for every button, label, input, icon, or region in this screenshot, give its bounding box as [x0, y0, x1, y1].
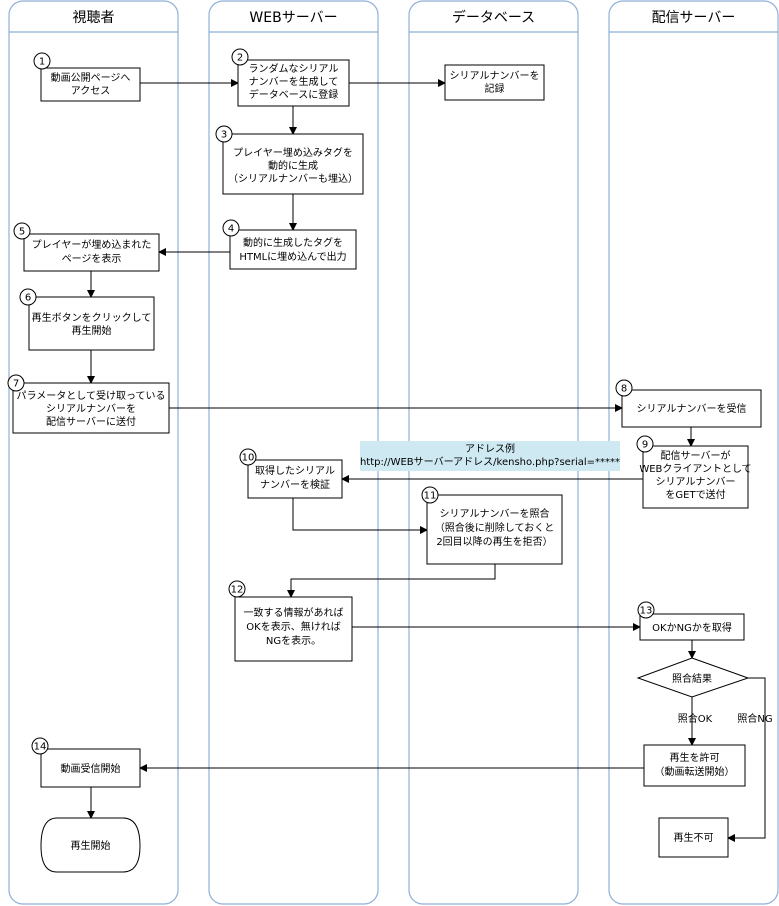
step-text: パラメータとして受け取っている — [17, 390, 166, 402]
step-number-badge — [215, 125, 233, 143]
step-text: 動的に生成 — [268, 159, 318, 172]
lane-title: WEBサーバー — [249, 10, 337, 26]
step-text: 配信サーバーが — [661, 449, 731, 462]
connectors — [87, 79, 766, 842]
step-text: ナンバーを検証 — [260, 478, 330, 491]
step-4: 動的に生成したタグを HTMLに埋め込んで出力 4 — [222, 219, 357, 270]
step-10: 取得したシリアル ナンバーを検証 10 — [239, 448, 343, 499]
step-number-badge — [7, 374, 25, 392]
step-number: 1 — [39, 57, 45, 68]
step-text: 動画受信開始 — [61, 762, 121, 775]
step-text: シリアルナンバーを受信 — [637, 403, 747, 415]
step-text: （動画転送開始） — [655, 765, 735, 778]
step-1: 動画公開ページへ アクセス 1 — [33, 52, 141, 102]
step-text: 配信サーバーに送付 — [46, 415, 136, 428]
step-number: 7 — [13, 379, 19, 390]
step-text: 取得したシリアル — [255, 465, 335, 477]
step-number: 14 — [34, 742, 47, 753]
step-14: 動画受信開始 14 — [31, 737, 141, 788]
playback-denied-box: 再生不可 — [658, 817, 729, 858]
step-number: 13 — [640, 606, 653, 617]
record-box: シリアルナンバーを 記録 — [444, 64, 545, 101]
step-text: シリアルナンバーを — [450, 70, 540, 82]
step-text: 再生開始 — [71, 839, 111, 852]
step-text: 一致する情報があれば — [244, 606, 344, 619]
step-number: 2 — [237, 53, 243, 64]
note-line: http://WEBサーバーアドレス/kensho.php?serial=***… — [360, 456, 620, 468]
step-number: 3 — [221, 130, 227, 141]
step-number-badge — [615, 379, 633, 397]
step-number-badge — [636, 435, 654, 453]
step-8: シリアルナンバーを受信 8 — [615, 379, 762, 428]
lane-title: 視聴者 — [73, 10, 115, 26]
step-number-badge — [31, 737, 49, 755]
decision-diamond: 照合結果 — [636, 657, 750, 698]
step-number-badge — [637, 601, 655, 619]
step-number: 8 — [621, 384, 627, 395]
step-13: OKかNGかを取得 13 — [637, 601, 745, 641]
step-text: 記録 — [485, 82, 505, 95]
step-text: 照合結果 — [672, 672, 712, 685]
step-6: 再生ボタンをクリックして 再生開始 6 — [19, 288, 155, 351]
step-text: WEBクライアントとして — [639, 463, 751, 475]
step-number: 5 — [19, 227, 25, 238]
step-number: 10 — [242, 453, 255, 464]
step-number: 9 — [642, 440, 648, 451]
step-text: 2回目以降の再生を拒否） — [436, 535, 552, 548]
step-text: HTMLに埋め込んで出力 — [239, 250, 346, 263]
step-number: 12 — [231, 585, 244, 596]
step-2: ランダムなシリアル ナンバーを生成して データベースに登録 2 — [231, 48, 350, 107]
step-text: NGを表示。 — [266, 634, 321, 647]
step-number-badge — [222, 219, 240, 237]
step-text: 再生不可 — [674, 831, 714, 844]
lane-title: 配信サーバー — [652, 10, 736, 26]
step-9: 配信サーバーが WEBクライアントとして シリアルナンバー をGETで送付 9 — [636, 435, 752, 509]
step-text: データベースに登録 — [249, 88, 339, 101]
branch-label-ng: 照合NG — [737, 712, 772, 725]
step-number-badge — [239, 448, 257, 466]
address-note: アドレス例 http://WEBサーバーアドレス/kensho.php?seri… — [360, 441, 620, 471]
lane-web-server: WEBサーバー — [208, 0, 379, 905]
step-text: 動的に生成したタグを — [243, 236, 343, 249]
step-12: 一致する情報があれば OKを表示、無ければ NGを表示。 12 — [228, 580, 353, 662]
step-text: 再生ボタンをクリックして — [32, 311, 152, 324]
step-text: 動画公開ページへ — [51, 71, 131, 84]
step-number-badge — [13, 222, 31, 240]
step-text: （シリアルナンバーも埋込） — [228, 173, 358, 185]
step-7: パラメータとして受け取っている シリアルナンバーを 配信サーバーに送付 7 — [7, 374, 170, 434]
step-text: OKを表示、無ければ — [246, 620, 340, 633]
step-text: シリアルナンバー — [656, 476, 736, 488]
step-number-badge — [228, 580, 246, 598]
step-number-badge — [421, 486, 439, 504]
step-text: プレイヤーが埋め込まれた — [32, 238, 152, 251]
step-number: 4 — [228, 224, 234, 235]
step-text: 再生開始 — [72, 324, 112, 337]
step-number-badge — [19, 288, 37, 306]
step-11: シリアルナンバーを照合 （照合後に削除しておくと 2回目以降の再生を拒否） 11 — [421, 486, 563, 565]
step-number: 6 — [25, 293, 31, 304]
step-text: （照合後に削除しておくと — [435, 521, 554, 534]
note-line: アドレス例 — [465, 442, 515, 455]
step-text: ランダムなシリアル — [249, 62, 339, 75]
lane-viewer: 視聴者 — [8, 0, 179, 905]
step-text: シリアルナンバーを — [46, 403, 136, 415]
step-number-badge — [33, 52, 51, 70]
step-number: 11 — [424, 491, 437, 502]
step-text: ページを表示 — [62, 252, 122, 265]
step-text: OKかNGかを取得 — [652, 622, 732, 634]
step-text: ナンバーを生成して — [249, 75, 339, 88]
allow-playback-box: 再生を許可 （動画転送開始） — [643, 744, 746, 787]
step-text: をGETで送付 — [665, 488, 725, 501]
step-number-badge — [231, 48, 249, 66]
playback-start-terminator: 再生開始 — [40, 817, 141, 873]
step-3: プレイヤー埋め込みタグを 動的に生成 （シリアルナンバーも埋込） 3 — [215, 125, 364, 195]
step-text: アクセス — [71, 85, 111, 97]
branch-label-ok: 照合OK — [678, 712, 713, 725]
step-text: プレイヤー埋め込みタグを — [233, 146, 353, 159]
step-text: 再生を許可 — [670, 751, 720, 764]
step-text: シリアルナンバーを照合 — [440, 507, 550, 520]
step-5: プレイヤーが埋め込まれた ページを表示 5 — [13, 222, 160, 272]
lane-title: データベース — [452, 9, 535, 26]
